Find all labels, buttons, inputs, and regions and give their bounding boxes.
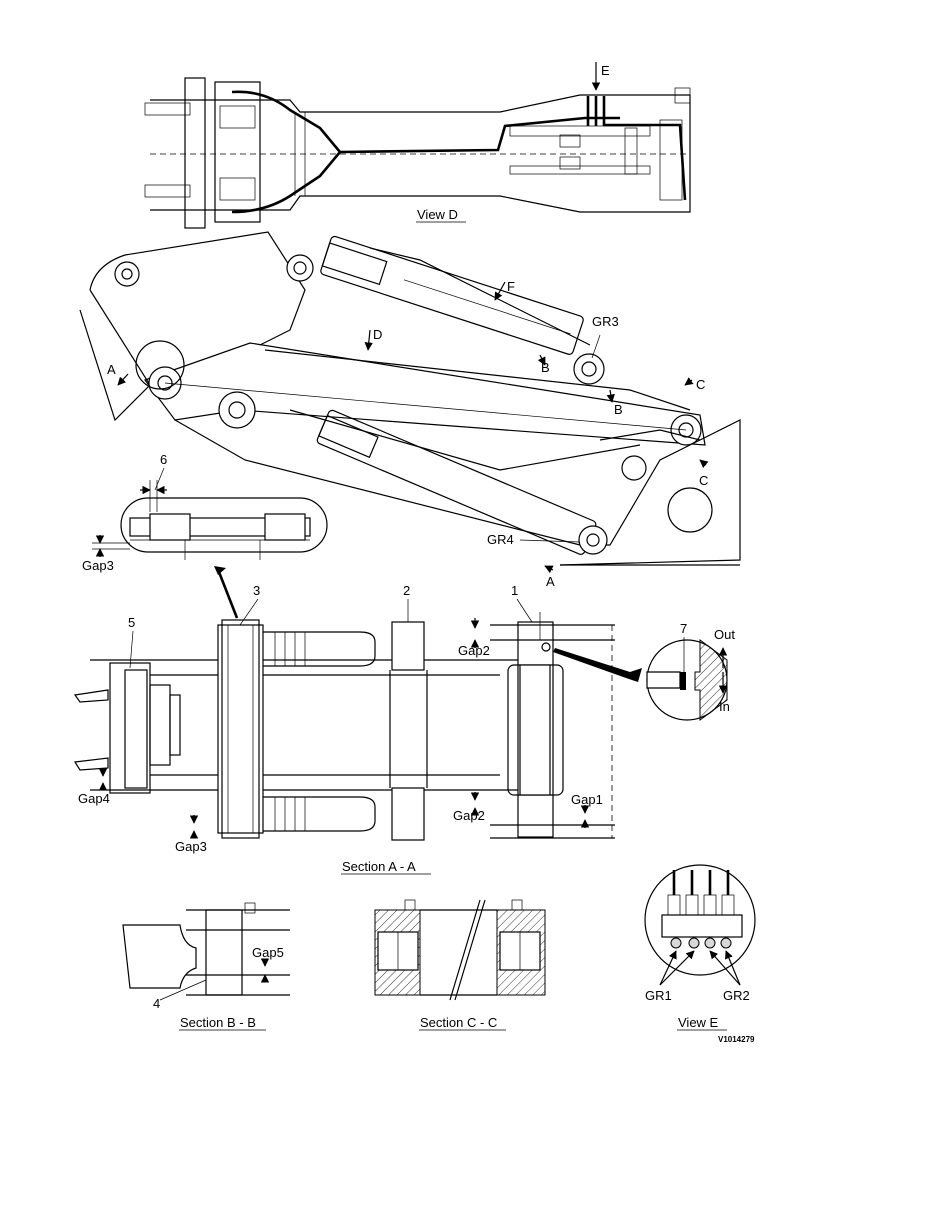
label-3: 3 (253, 583, 260, 598)
label-c-top: C (696, 377, 705, 392)
section-bb-drawing: Gap5 4 Section B - B (122, 902, 290, 1031)
label-f: F (507, 279, 515, 294)
detail-7: 7 Out In (646, 621, 735, 721)
label-4: 4 (153, 996, 160, 1011)
section-aa-drawing: 1 2 3 5 Gap2 Gap2 Gap1 Gap4 Gap3 Section… (73, 583, 642, 875)
view-e-drawing: GR1 GR2 View E V1014279 (644, 864, 756, 1044)
label-gap3-top: Gap3 (82, 558, 114, 573)
label-d: D (373, 327, 382, 342)
label-gr1: GR1 (645, 988, 672, 1003)
label-6: 6 (160, 452, 167, 467)
label-c-bottom: C (699, 473, 708, 488)
view-e-caption: View E (678, 1015, 719, 1030)
drawing-reference: V1014279 (718, 1035, 755, 1044)
label-out: Out (714, 627, 735, 642)
view-d-label-e: E (601, 63, 610, 78)
label-1: 1 (511, 583, 518, 598)
label-b-right: B (614, 402, 623, 417)
label-gap5: Gap5 (252, 945, 284, 960)
label-a-top: A (107, 362, 116, 377)
detail-6: 6 Gap3 (82, 452, 328, 619)
label-gap2-bottom: Gap2 (453, 808, 485, 823)
label-gap1: Gap1 (571, 792, 603, 807)
section-cc-drawing: Section C - C (374, 899, 546, 1031)
label-in: In (719, 699, 730, 714)
section-aa-caption: Section A - A (342, 859, 416, 874)
view-d-caption: View D (417, 207, 458, 222)
label-gap3-bottom: Gap3 (175, 839, 207, 854)
view-d-drawing: E View D (144, 62, 691, 229)
boom-side-view: F D A B B C C A GR3 GR4 (79, 231, 741, 589)
label-gap4: Gap4 (78, 791, 110, 806)
label-7: 7 (680, 621, 687, 636)
label-gr2: GR2 (723, 988, 750, 1003)
label-b-left: B (541, 360, 550, 375)
label-gr3: GR3 (592, 314, 619, 329)
label-gap2-top: Gap2 (458, 643, 490, 658)
label-gr4: GR4 (487, 532, 514, 547)
label-2: 2 (403, 583, 410, 598)
label-a-bottom: A (546, 574, 555, 589)
section-cc-caption: Section C - C (420, 1015, 497, 1030)
section-bb-caption: Section B - B (180, 1015, 256, 1030)
label-5: 5 (128, 615, 135, 630)
